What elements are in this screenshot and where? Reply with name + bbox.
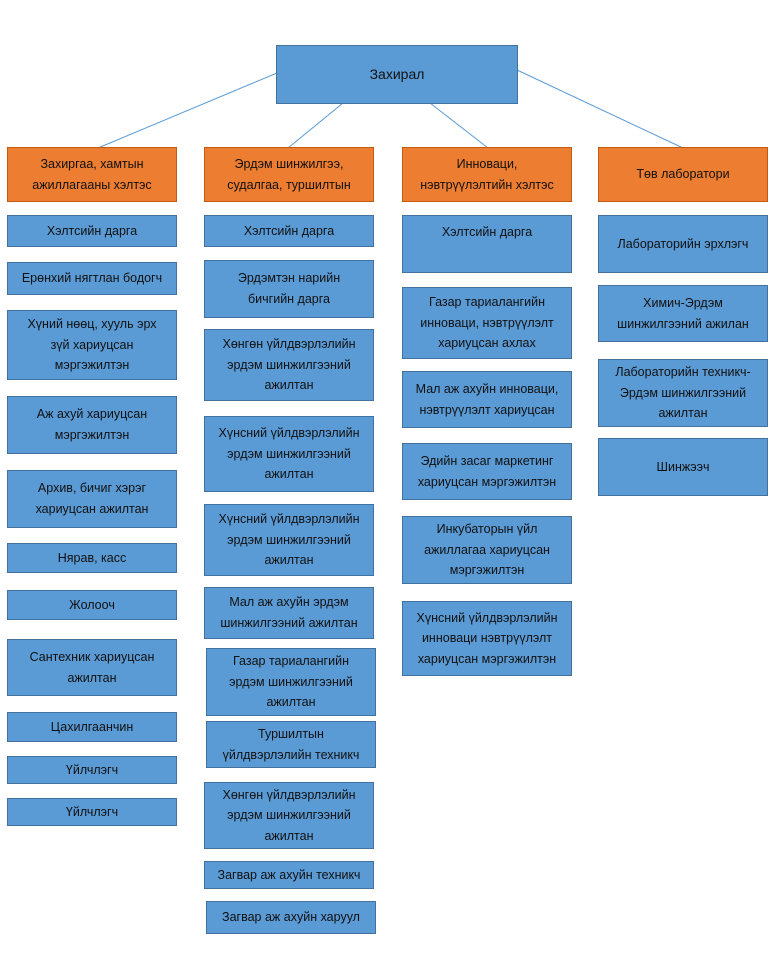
position-box: Ерөнхий нягтлан бодогч: [7, 262, 177, 295]
position-box: Хэлтсийн дарга: [204, 215, 374, 247]
position-box: Туршилтын үйлдвэрлэлийн техникч: [206, 721, 376, 768]
connector-line: [516, 69, 684, 149]
position-box: Мал аж ахуйн эрдэм шинжилгээний ажилтан: [204, 587, 374, 639]
connector-line: [97, 72, 278, 149]
position-box: Химич-Эрдэм шинжилгээний ажилан: [598, 285, 768, 342]
position-box: Лабораторийн эрхлэгч: [598, 215, 768, 273]
position-box: Инкубаторын үйл ажиллагаа хариуцсан мэрг…: [402, 516, 572, 584]
position-box: Нярав, касс: [7, 543, 177, 573]
position-box: Шинжээч: [598, 438, 768, 496]
position-box: Эрдэмтэн нарийн бичгийн дарга: [204, 260, 374, 318]
position-box: Хүнсний үйлдвэрлэлийн инноваци нэвтрүүлэ…: [402, 601, 572, 676]
position-box: Загвар аж ахуйн харуул: [206, 901, 376, 934]
position-box: Хүнсний үйлдвэрлэлийн эрдэм шинжилгээний…: [204, 504, 374, 576]
root-node-director: Захирал: [276, 45, 518, 104]
position-box: Эдийн засаг маркетинг хариуцсан мэргэжил…: [402, 443, 572, 500]
position-box: Хүнсний үйлдвэрлэлийн эрдэм шинжилгээний…: [204, 416, 374, 492]
position-box: Хөнгөн үйлдвэрлэлийн эрдэм шинжилгээний …: [204, 329, 374, 401]
dept-header-innovation: Инноваци, нэвтрүүлэлтийн хэлтэс: [402, 147, 572, 202]
connector-line: [287, 102, 344, 149]
position-box: Хөнгөн үйлдвэрлэлийн эрдэм шинжилгээний …: [204, 782, 374, 849]
position-box: Лабораторийн техникч- Эрдэм шинжилгээний…: [598, 359, 768, 427]
position-box: Газар тариалангийн инноваци, нэвтрүүлэлт…: [402, 287, 572, 359]
position-box: Жолооч: [7, 590, 177, 620]
position-box: Цахилгаанчин: [7, 712, 177, 742]
position-box: Хэлтсийн дарга: [402, 215, 572, 273]
position-box: Загвар аж ахуйн техникч: [204, 861, 374, 889]
dept-header-admin: Захиргаа, хамтын ажиллагааны хэлтэс: [7, 147, 177, 202]
position-box: Хэлтсийн дарга: [7, 215, 177, 247]
position-box: Үйлчлэгч: [7, 756, 177, 784]
position-box: Аж ахуй хариуцсан мэргэжилтэн: [7, 396, 177, 454]
connector-line: [429, 102, 489, 149]
position-box: Үйлчлэгч: [7, 798, 177, 826]
position-box: Архив, бичиг хэрэг хариуцсан ажилтан: [7, 470, 177, 528]
dept-header-lab: Төв лаборатори: [598, 147, 768, 202]
position-box: Мал аж ахуйн инноваци, нэвтрүүлэлт хариу…: [402, 371, 572, 428]
position-box: Хүний нөөц, хууль эрх зүй хариуцсан мэрг…: [7, 310, 177, 380]
position-box: Газар тариалангийн эрдэм шинжилгээний аж…: [206, 648, 376, 716]
dept-header-research: Эрдэм шинжилгээ, судалгаа, туршилтын: [204, 147, 374, 202]
position-box: Сантехник хариуцсан ажилтан: [7, 639, 177, 696]
